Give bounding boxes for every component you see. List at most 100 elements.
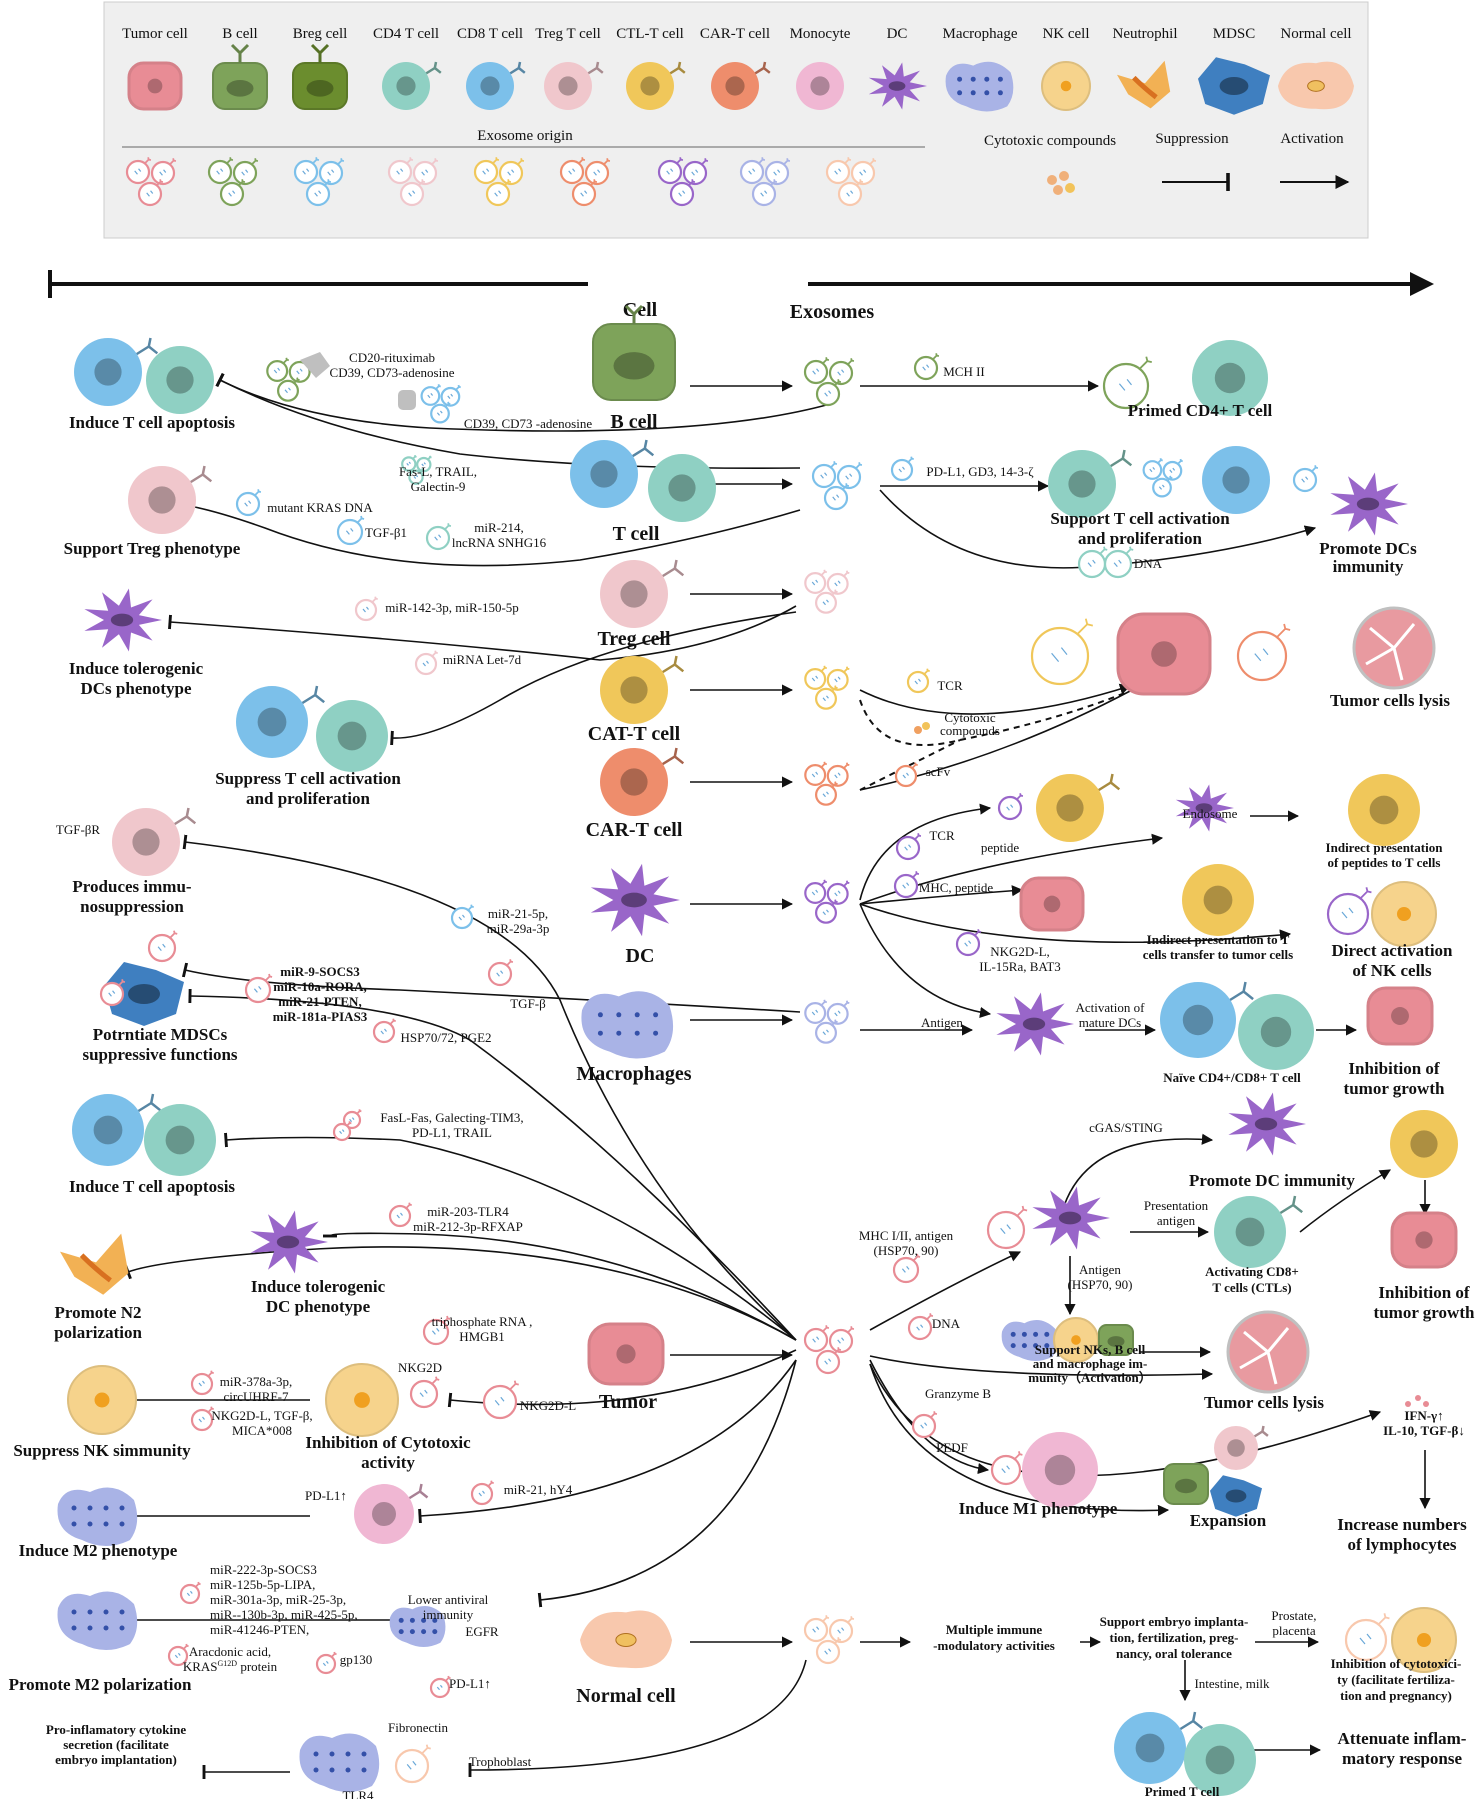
label-peptide: peptide: [981, 840, 1019, 855]
cart-exosome: [804, 761, 850, 806]
normal-cell-source: [580, 1610, 672, 1669]
promote-dc-cell: [1330, 472, 1408, 536]
lysis-exosome-left: [1030, 618, 1094, 686]
direct-nk-cell: [1371, 881, 1437, 947]
dna-exosome-icon: [1077, 546, 1108, 579]
legend-exosome-0: [125, 157, 177, 207]
tcr-dc-icon: [895, 833, 922, 861]
legend-exosome-7: [739, 157, 791, 207]
tumor-lysis-icon-bottom: [1226, 1310, 1310, 1394]
indirect-peptide-cell: [1348, 774, 1420, 846]
legend-breg-cell: [292, 43, 348, 110]
cytotoxicity-exosome: [1344, 1613, 1390, 1662]
dc-source: [590, 863, 680, 937]
legend-label-monocyte: Monocyte: [790, 26, 851, 42]
legend-exosome-row: [125, 157, 877, 207]
cytotoxic-legend-label: Cytotoxic compounds: [984, 133, 1116, 149]
tcell-exosome: [811, 461, 863, 511]
legend-dc: [868, 62, 927, 110]
tcr-dc-exosome: [997, 793, 1024, 821]
fasl-tumor-exosome-2: [332, 1121, 352, 1142]
mir378-exosome-icon: [190, 1370, 214, 1396]
source-cd8-cell: [570, 439, 655, 508]
legend-ctl-cell: [626, 61, 686, 110]
label-tcr-dc: TCR: [929, 828, 955, 843]
apoptosis-cd8-cell: [74, 337, 159, 406]
label-cgas: cGAS/STING: [1089, 1120, 1163, 1135]
mir142-exosome-icon: [354, 596, 378, 622]
pdl1-normal-exosome-icon: [429, 1675, 451, 1699]
m2-monocyte: [354, 1483, 429, 1544]
antigen-dc: [1032, 1186, 1110, 1250]
support-cd4-cell: [1048, 449, 1133, 518]
lysis-exosome-right: [1236, 623, 1291, 682]
n2-neutrophil: [60, 1233, 129, 1295]
legend-neutrophil: [1117, 60, 1171, 109]
m1-monocyte: [1022, 1432, 1098, 1508]
header-arrows: Cell Exosomes: [48, 270, 1434, 323]
inhibited-tumor-1: [1366, 986, 1434, 1046]
legend-label-b-cell: B cell: [222, 26, 257, 42]
suppression-legend-label: Suppression: [1155, 131, 1229, 147]
legend-label-car-t-cell: CAR-T cell: [700, 26, 770, 42]
legend-treg-cell: [544, 61, 604, 110]
treg-phenotype-cell: [128, 465, 213, 534]
cell-graphics: [57, 304, 1458, 1796]
source-treg-cell: Treg cell: [597, 628, 671, 650]
cell-header: Cell: [623, 299, 658, 321]
exosome-origin-label: Exosome origin: [477, 128, 573, 144]
source-t-cell: T cell: [613, 523, 660, 545]
cytotoxic-nk-cell: [325, 1363, 399, 1437]
label-trophoblast: Trophoblast: [469, 1754, 532, 1769]
suppressed-nk-cell: [67, 1365, 137, 1435]
indirect-t-cell: [1182, 864, 1254, 936]
fasl-exosome: [401, 454, 432, 485]
activating-cd8-cell: [1214, 1195, 1303, 1268]
outcome-primed-cd4: Primed CD4+ T cell: [1128, 401, 1273, 420]
outcome-primed-t: Primed T cell: [1145, 1784, 1220, 1799]
label-pedf: PEDF: [936, 1440, 968, 1455]
nkg2dl-large-exosome: [482, 1380, 519, 1420]
source-normal-cell: Normal cell: [576, 1685, 676, 1707]
tumor-source: [587, 1322, 665, 1386]
outcome-tumor-lysis-top: Tumor cells lysis: [1330, 691, 1450, 710]
tolerogenic-dc-cell: [84, 588, 162, 652]
mature-dc: [996, 992, 1074, 1056]
label-tlr4: TLR4: [342, 1788, 374, 1799]
mir214-exosome-icon: [425, 523, 452, 551]
outcome-induce-t-apoptosis: Induce T cell apoptosis: [69, 413, 235, 432]
label-dna-top: DNA: [1134, 556, 1163, 571]
dna-exosome-icon-2: [1103, 546, 1134, 579]
inhibited-nk-cell: [1391, 1607, 1457, 1673]
nkg2d-exosome-icon: [409, 1376, 440, 1409]
primed-cd4-normal: [1184, 1724, 1256, 1796]
suppressed-cd4-cell: [316, 700, 388, 772]
outcome-suppress-nk: Suppress NK simmunity: [13, 1441, 191, 1460]
label-nkg2dl-dc: NKG2D-L,IL-15Ra, BAT3: [979, 944, 1061, 974]
legend-label-cd4-t-cell: CD4 T cell: [373, 26, 439, 42]
dc-exosome-icon: [1292, 465, 1319, 493]
apoptosis2-cd4: [144, 1104, 216, 1176]
b-cell-exosome: [803, 357, 855, 407]
outcome-labels: Induce T cell apoptosis Primed CD4+ T ce…: [9, 401, 1475, 1799]
naive-cd4-cell: [1238, 994, 1314, 1070]
mir203-exosome-icon: [388, 1202, 412, 1228]
label-pdl1-gd3: PD-L1, GD3, 14-3-ζ: [926, 464, 1034, 479]
dna-tumor-exosome-icon: [907, 1313, 934, 1341]
dc-target-ctl: [1036, 773, 1121, 842]
label-nkg2dl-tgf: NKG2D-L, TGF-β,MICA*008: [211, 1408, 312, 1438]
label-granzyme: Granzyme B: [925, 1386, 991, 1401]
dc-exosome: [804, 879, 850, 924]
legend-tumor-cell: [127, 61, 183, 111]
outcome-attenuate: Attenuate inflam-matory response: [1338, 1729, 1467, 1768]
outcome-inhibit-cytotoxicity: Inhibition of cytotoxici-ty (facilitate …: [1331, 1656, 1462, 1703]
label-mir142: miR-142-3p, miR-150-5p: [385, 600, 519, 615]
legend-exosome-3: [387, 157, 439, 207]
outcome-m2-polarization: Promote M2 polarization: [9, 1675, 192, 1694]
